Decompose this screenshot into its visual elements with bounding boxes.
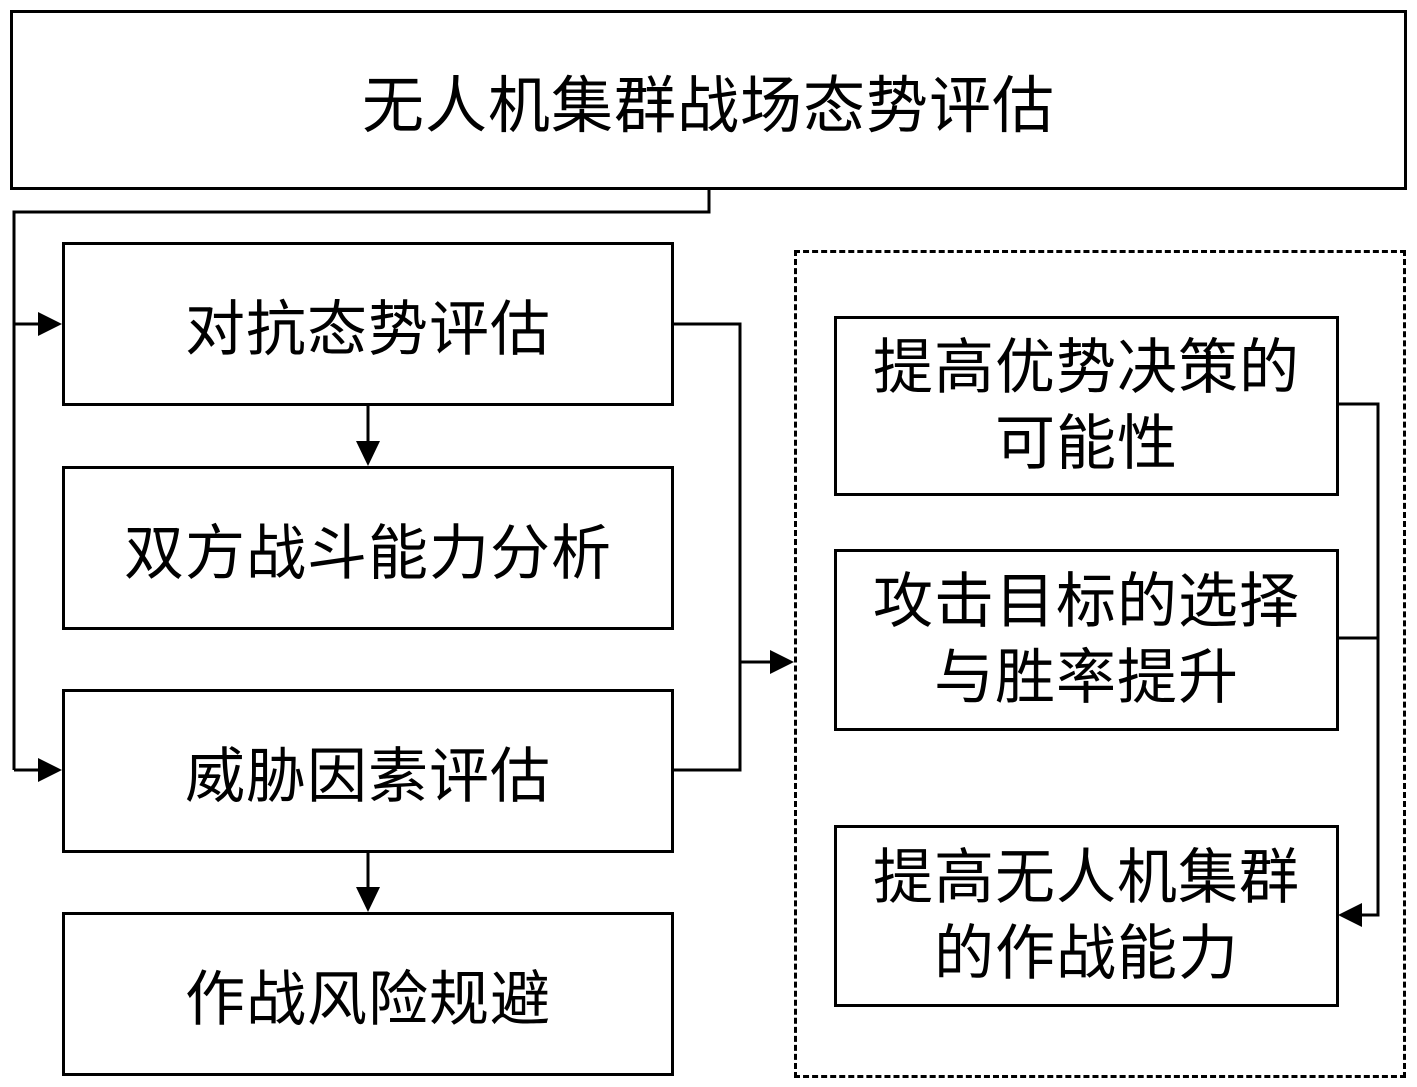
threat-factors-box: 威胁因素评估 — [62, 689, 674, 853]
swarm-capability-label: 提高无人机集群的作战能力 — [873, 843, 1300, 989]
outcome-group-dashed-frame — [794, 250, 1406, 1078]
title-text: 无人机集群战场态势评估 — [361, 69, 1055, 142]
target-selection-box: 攻击目标的选择与胜率提升 — [834, 549, 1339, 731]
adversarial-assessment-box: 对抗态势评估 — [62, 242, 674, 406]
bus-to-threat-arrowhead — [38, 758, 62, 782]
adversarial-to-combat-arrowhead — [356, 441, 380, 466]
title-box: 无人机集群战场态势评估 — [10, 10, 1407, 190]
advantage-decision-box: 提高优势决策的可能性 — [834, 316, 1339, 496]
combat-capability-box: 双方战斗能力分析 — [62, 466, 674, 630]
threat-to-risk-arrowhead — [356, 887, 380, 912]
risk-avoidance-label: 作战风险规避 — [185, 964, 551, 1035]
combat-capability-label: 双方战斗能力分析 — [124, 518, 612, 589]
adversarial-to-group-line — [672, 322, 742, 772]
feedback-to-swarm-arrowhead — [1338, 903, 1362, 927]
adversarial-assessment-label: 对抗态势评估 — [185, 294, 551, 365]
right-feedback-line — [1338, 402, 1380, 917]
title-to-left-bus-line — [12, 190, 711, 770]
threat-factors-label: 威胁因素评估 — [185, 741, 551, 812]
advantage-decision-label: 提高优势决策的可能性 — [873, 333, 1300, 479]
target-selection-label: 攻击目标的选择与胜率提升 — [873, 567, 1300, 713]
bus-to-adversarial-arrowhead — [38, 312, 62, 336]
merge-to-group-arrowhead — [770, 650, 794, 674]
risk-avoidance-box: 作战风险规避 — [62, 912, 674, 1076]
swarm-capability-box: 提高无人机集群的作战能力 — [834, 825, 1339, 1007]
